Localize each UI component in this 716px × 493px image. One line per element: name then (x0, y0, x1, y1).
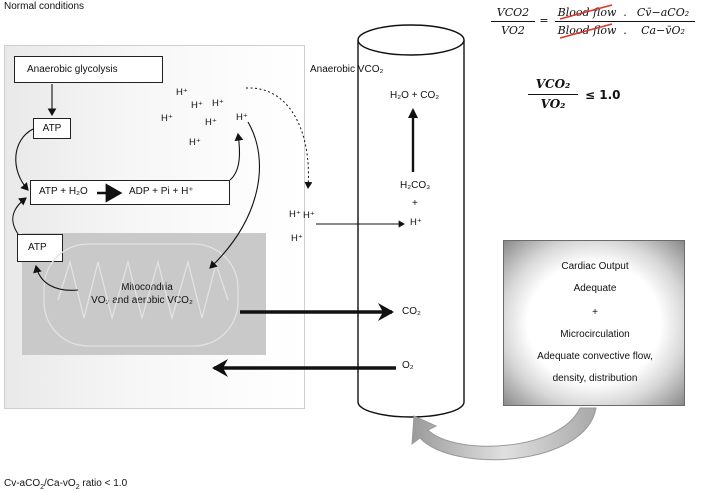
anaerobic-glycolysis-box: Anaerobic glycolysis (14, 56, 163, 83)
h-ion: H⁺ (236, 112, 248, 123)
output-line: Microcirculation (560, 329, 630, 340)
cardiac-output-return-arrow (411, 407, 597, 461)
ratio-denominator: VO₂ (540, 97, 566, 111)
footer-ratio-label: Cv-aCO2/Ca-vO2 ratio < 1.0 (4, 478, 127, 491)
o2-label: O₂ (402, 360, 414, 371)
ratio-relation: ≤ 1.0 (585, 88, 621, 102)
output-line: density, distribution (552, 373, 638, 384)
diagram-title: Normal conditions (4, 1, 85, 12)
footer-sub1: 2 (40, 484, 45, 491)
h-ion: H⁺ (191, 100, 203, 111)
eq-lhs-numerator: VCO2 (496, 6, 530, 19)
h-ion: H⁺ (303, 210, 315, 221)
reaction-box: ATP + H₂O ADP + Pi + H⁺ (30, 180, 230, 205)
mitochondria-label: Mitocondria (121, 282, 173, 293)
eq-numerator-dot: . (623, 6, 627, 19)
h-ion: H⁺ (205, 117, 217, 128)
output-line: Adequate convective flow, (537, 351, 653, 362)
ratio-fraction-bar (528, 94, 578, 96)
h-ion: H⁺ (161, 113, 173, 124)
anaerobic-vco2-label: Anaerobic VCO₂ (310, 64, 384, 75)
footer-sub2: 2 (75, 484, 80, 491)
mitochondria-sublabel: VO₂ and aerobic VCO₂ (91, 295, 193, 306)
reaction-reactants: ATP + H₂O (39, 186, 88, 197)
cardiac-output-box: Cardiac Output Adequate + Microcirculati… (503, 240, 685, 406)
footer-mid: /Ca-vO (44, 478, 76, 489)
output-line: + (592, 307, 598, 318)
footer-suffix: ratio < 1.0 (79, 478, 128, 489)
h2co3-label: H₂CO₃ (400, 180, 431, 191)
output-line: Adequate (573, 283, 617, 294)
atp-top-box: ATP (33, 118, 71, 139)
eq-denominator-term: Ca−v̄O₂ (641, 24, 685, 37)
blood-vessel-cylinder (357, 24, 465, 418)
atp-bottom-box: ATP (17, 234, 63, 262)
eq-lhs-denominator: VO2 (501, 24, 525, 37)
eq-denominator-dot: . (623, 24, 627, 37)
co2-label: CO₂ (402, 306, 421, 317)
h-ion: H⁺ (289, 209, 301, 220)
eq-equals: = (539, 14, 549, 27)
ratio-numerator: VCO₂ (535, 77, 571, 91)
vessel-h-ion: H⁺ (410, 217, 422, 228)
reaction-products: ADP + Pi + H⁺ (129, 186, 194, 197)
h-ion: H⁺ (176, 87, 188, 98)
h-ion: H⁺ (291, 233, 303, 244)
eq-lhs-fraction-bar (491, 21, 535, 22)
eq-rhs-fraction-bar (555, 21, 695, 22)
footer-prefix: Cv-aCO (4, 478, 41, 489)
output-line: Cardiac Output (561, 261, 629, 272)
plus-label: + (412, 198, 418, 209)
h2o-co2-label: H₂O + CO₂ (390, 90, 440, 101)
mitochondria-outline (43, 243, 239, 347)
h-ion: H⁺ (189, 137, 201, 148)
h-ion: H⁺ (212, 98, 224, 109)
eq-numerator-term: Cv̄−aCO₂ (636, 6, 690, 19)
